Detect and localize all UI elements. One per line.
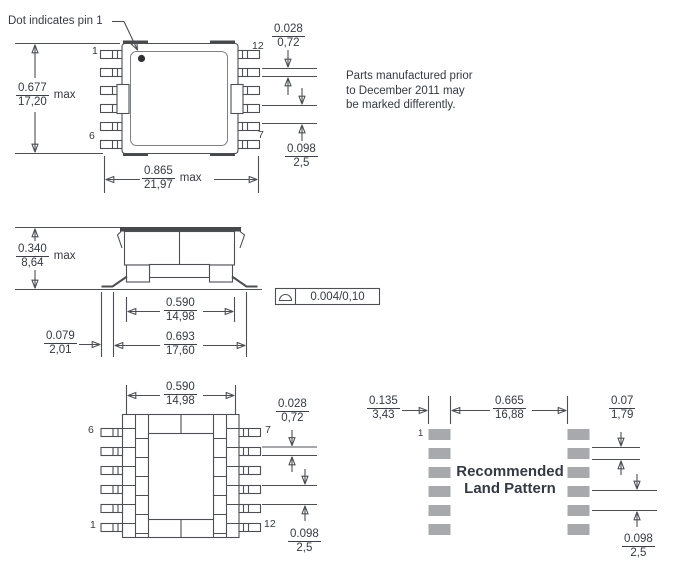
marking-note: Parts manufactured prior to December 201…	[346, 70, 473, 111]
tv-pin1-label: 1	[92, 45, 98, 57]
left-center-bracket	[116, 83, 130, 115]
gullwing-lead-left	[101, 275, 128, 288]
winding-hatch	[148, 263, 211, 279]
bv-pin12-label: 12	[264, 518, 276, 530]
lp-pin1-label: 1	[418, 428, 424, 439]
flatness-value: 0.004/0,10	[310, 291, 365, 303]
tv-pin7-label: 7	[258, 129, 264, 141]
right-center-bracket	[230, 83, 244, 115]
flatness-callout-box	[274, 287, 381, 306]
bv-pin1-label: 1	[90, 519, 96, 531]
bv-pin6-label: 6	[88, 424, 94, 436]
bottom-view-drawing	[100, 385, 317, 539]
land-pads	[428, 429, 590, 535]
side-view-drawing	[15, 226, 381, 357]
gullwing-lead-right	[231, 275, 258, 288]
pin-1-leader-arrow	[123, 21, 138, 51]
tv-pin6-label: 6	[89, 130, 95, 142]
tv-pin12-label: 12	[252, 40, 264, 52]
top-view-drawing	[15, 20, 317, 193]
winding-hatch-bottom	[147, 432, 215, 521]
package-top-cap	[120, 227, 241, 232]
land-pattern-drawing	[402, 396, 657, 535]
land-pattern-title: Recommended Land Pattern	[456, 463, 564, 497]
flatness-symbol-icon	[278, 293, 293, 302]
bv-pin7-label: 7	[265, 424, 271, 436]
pin-1-dot	[137, 54, 146, 63]
pin1-note: Dot indicates pin 1	[8, 15, 103, 27]
